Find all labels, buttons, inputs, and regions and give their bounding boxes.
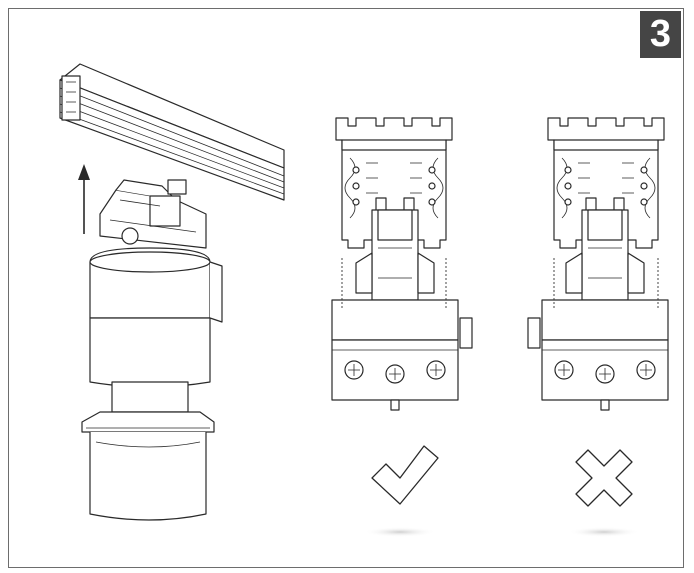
cross-icon: [568, 449, 640, 537]
step-number-badge: 3: [640, 11, 681, 58]
track-rail: [59, 63, 285, 201]
insert-direction-arrow: [78, 164, 90, 234]
spotlight-body: [81, 247, 223, 521]
correct-installation-section: [331, 117, 473, 411]
track-adapter: [99, 179, 207, 249]
check-icon: [364, 445, 439, 537]
incorrect-installation-section: [527, 117, 669, 411]
